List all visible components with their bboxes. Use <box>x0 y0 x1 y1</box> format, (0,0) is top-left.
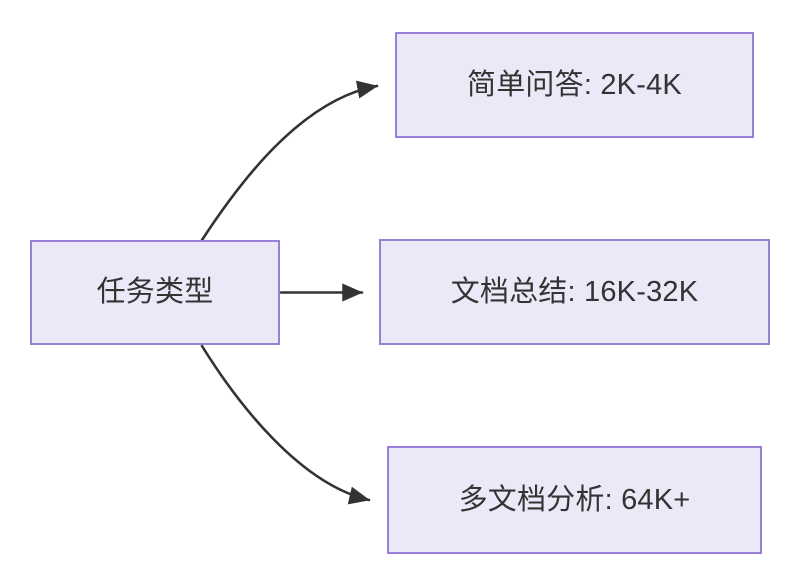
node-simple-qa[interactable]: 简单问答: 2K-4K <box>395 32 754 138</box>
node-doc-summary[interactable]: 文档总结: 16K-32K <box>379 239 770 345</box>
node-task-type-label: 任务类型 <box>96 276 214 309</box>
node-doc-summary-label: 文档总结: 16K-32K <box>450 275 699 308</box>
edge-root-to-simple-qa <box>200 80 379 242</box>
node-multi-doc-analysis[interactable]: 多文档分析: 64K+ <box>387 446 762 554</box>
node-multi-doc-analysis-label: 多文档分析: 64K+ <box>458 483 691 516</box>
edge-root-to-multi-doc <box>200 344 371 505</box>
node-simple-qa-label: 简单问答: 2K-4K <box>467 68 682 101</box>
node-task-type[interactable]: 任务类型 <box>30 240 280 345</box>
